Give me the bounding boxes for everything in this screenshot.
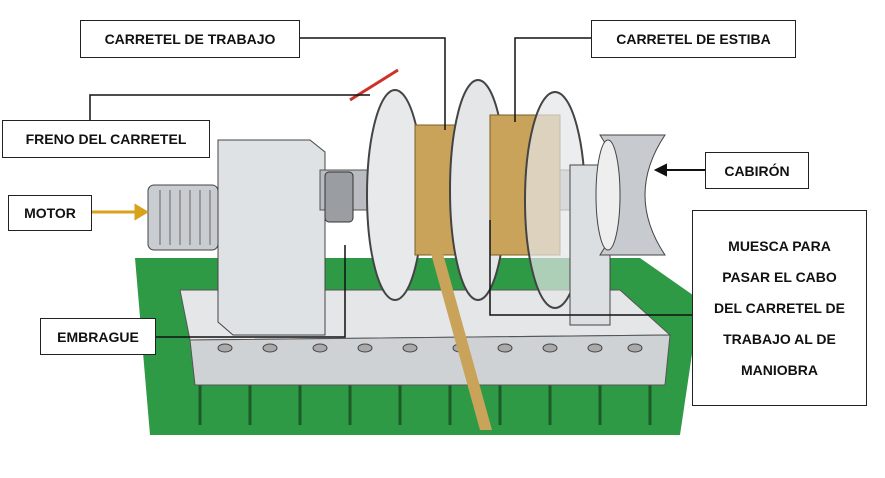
notch-line: DEL CARRETEL DE: [714, 299, 845, 316]
label-storage-drum: CARRETEL DE ESTIBA: [591, 20, 796, 58]
motor-body: [147, 184, 219, 251]
clutch-part: [324, 171, 354, 223]
notch-line: TRABAJO AL DE: [723, 330, 836, 347]
base-bolts: [217, 343, 643, 353]
gearbox: [217, 139, 326, 336]
label-rope-notch: MUESCA PARA PASAR EL CABO DEL CARRETEL D…: [692, 210, 867, 406]
label-drum-brake: FRENO DEL CARRETEL: [2, 120, 210, 158]
label-clutch: EMBRAGUE: [40, 318, 156, 355]
label-capstan: CABIRÓN: [705, 152, 809, 189]
motor-fins: [159, 190, 211, 245]
base-legs: [198, 385, 652, 425]
notch-line: MUESCA PARA: [728, 237, 831, 254]
leader-lines: [89, 37, 693, 338]
hanging-rope: [430, 250, 492, 430]
label-working-drum: CARRETEL DE TRABAJO: [80, 20, 300, 58]
label-motor: MOTOR: [8, 195, 92, 231]
capstan-arrow: [653, 163, 705, 177]
base-plate-front: [189, 334, 671, 386]
arrows: [92, 203, 149, 221]
notch-line: MANIOBRA: [741, 361, 818, 378]
capstan-end: [595, 139, 621, 251]
notch-line: PASAR EL CABO: [722, 268, 837, 285]
